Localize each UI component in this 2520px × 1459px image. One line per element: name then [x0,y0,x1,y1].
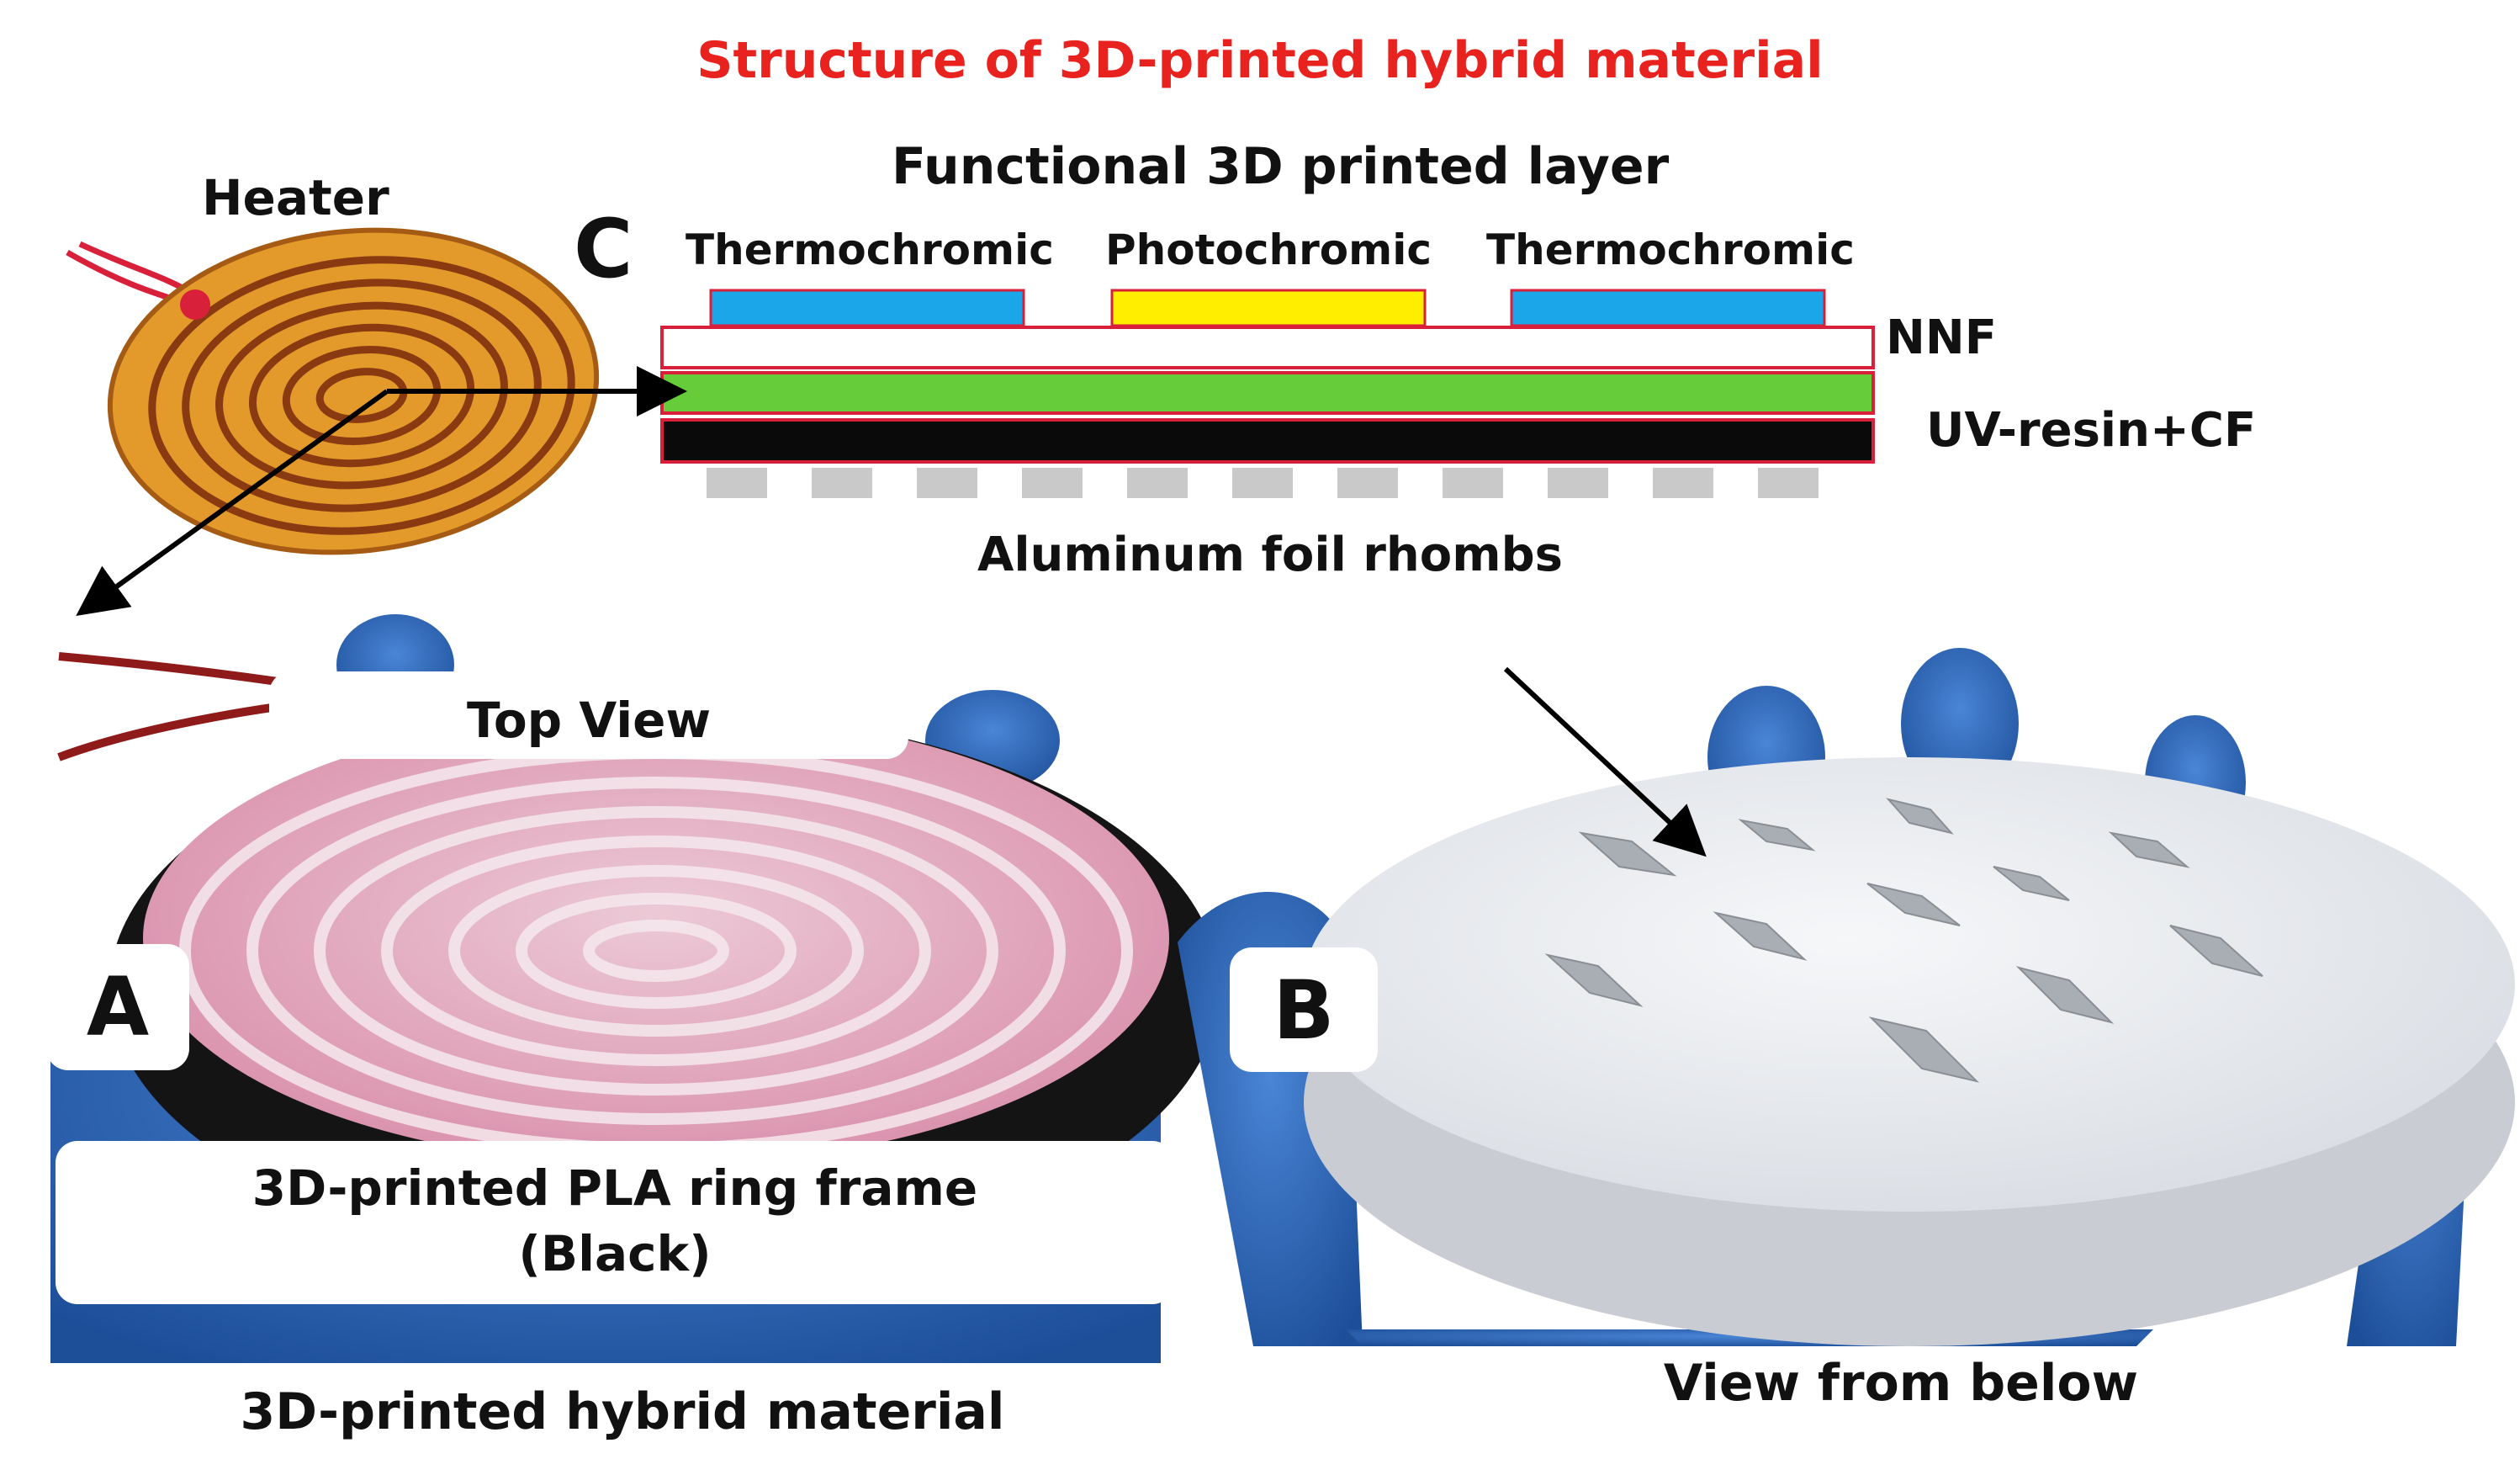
panel-b-letter: B [1230,947,1378,1072]
column-label-thermochromic-left: Thermochromic [686,225,1054,274]
base-layer [660,418,1875,464]
heater-label: Heater [202,169,389,226]
panel-c-letter: C [574,202,633,296]
column-label-thermochromic-right: Thermochromic [1486,225,1855,274]
nnf-layer [660,326,1875,369]
nnf-label: NNF [1886,310,1997,365]
top-view-plate: Top View [269,671,908,759]
thermochromic-block-right [1510,289,1826,327]
column-label-photochromic: Photochromic [1105,225,1432,274]
photochromic-block [1110,289,1427,327]
foil-label: Aluminum foil rhombs [977,528,1563,582]
functional-layer-heading: Functional 3D printed layer [892,137,1670,196]
panel-a-caption: 3D-printed hybrid material [240,1382,1005,1441]
panel-b-photo [1178,648,2515,1346]
heater-illustration [66,227,600,555]
frame-label-line2: (Black) [518,1225,712,1282]
arrows [76,366,1707,857]
aluminum-foil-squares [707,468,1819,498]
layer-stack [660,289,1875,498]
top-view-label: Top View [466,692,712,749]
uv-resin-label: UV-resin+CF [1926,403,2257,458]
figure-title: Structure of 3D-printed hybrid material [696,31,1824,90]
arrow-to-panel-b [1503,666,1707,857]
frame-plate: 3D-printed PLA ring frame (Black) [56,1141,1174,1304]
uv-layer [660,371,1875,415]
thermochromic-block-left [709,289,1025,327]
frame-label-line1: 3D-printed PLA ring frame [251,1159,978,1217]
arrow-heater-to-panel-a [76,389,389,617]
panel-b-caption: View from below [1663,1354,2139,1413]
panel-a-letter: A [46,944,189,1070]
foil-rhombs [1544,798,2263,1083]
